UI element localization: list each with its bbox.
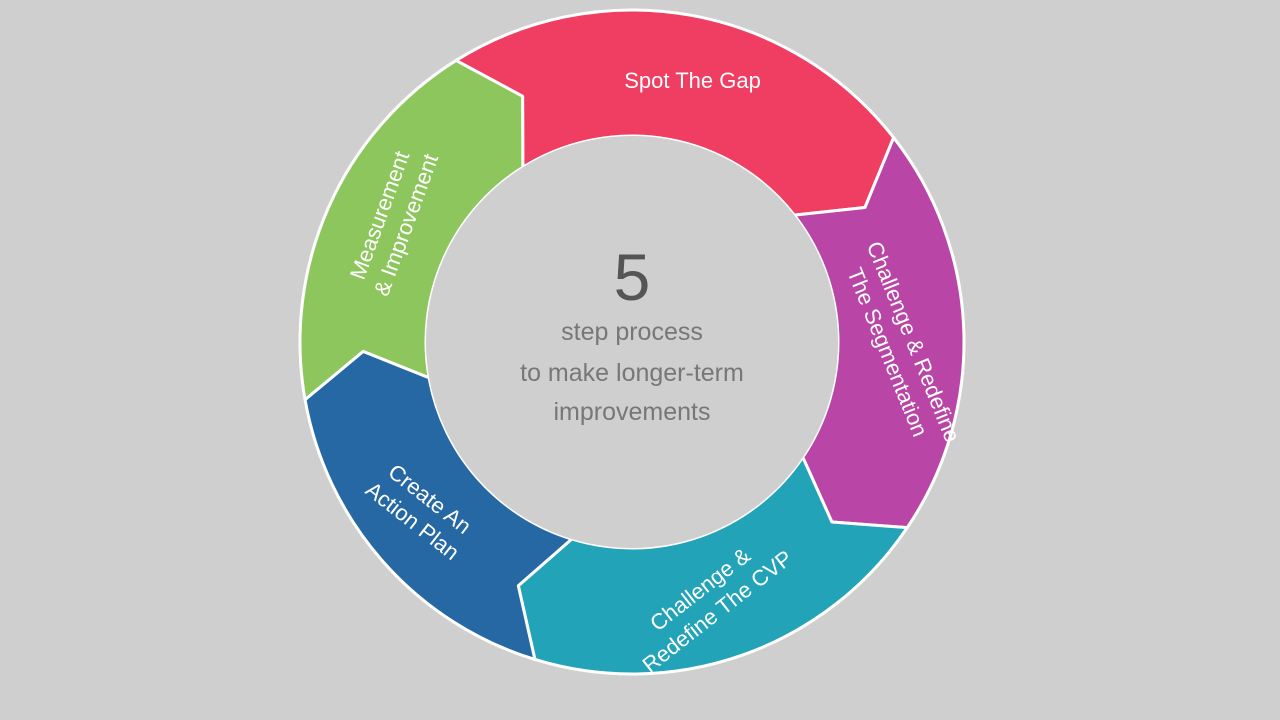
center-caption-line-1: step process — [561, 318, 703, 346]
center-hub — [426, 136, 838, 548]
step-label-line: Spot The Gap — [624, 68, 761, 93]
center-caption: 5 step process to make longer-term impro… — [520, 240, 744, 426]
center-caption-line-2: to make longer-term — [520, 359, 744, 387]
center-step-count: 5 — [614, 240, 651, 314]
step-label-spot-the-gap: Spot The Gap — [624, 68, 761, 93]
center-caption-line-3: improvements — [554, 398, 711, 426]
